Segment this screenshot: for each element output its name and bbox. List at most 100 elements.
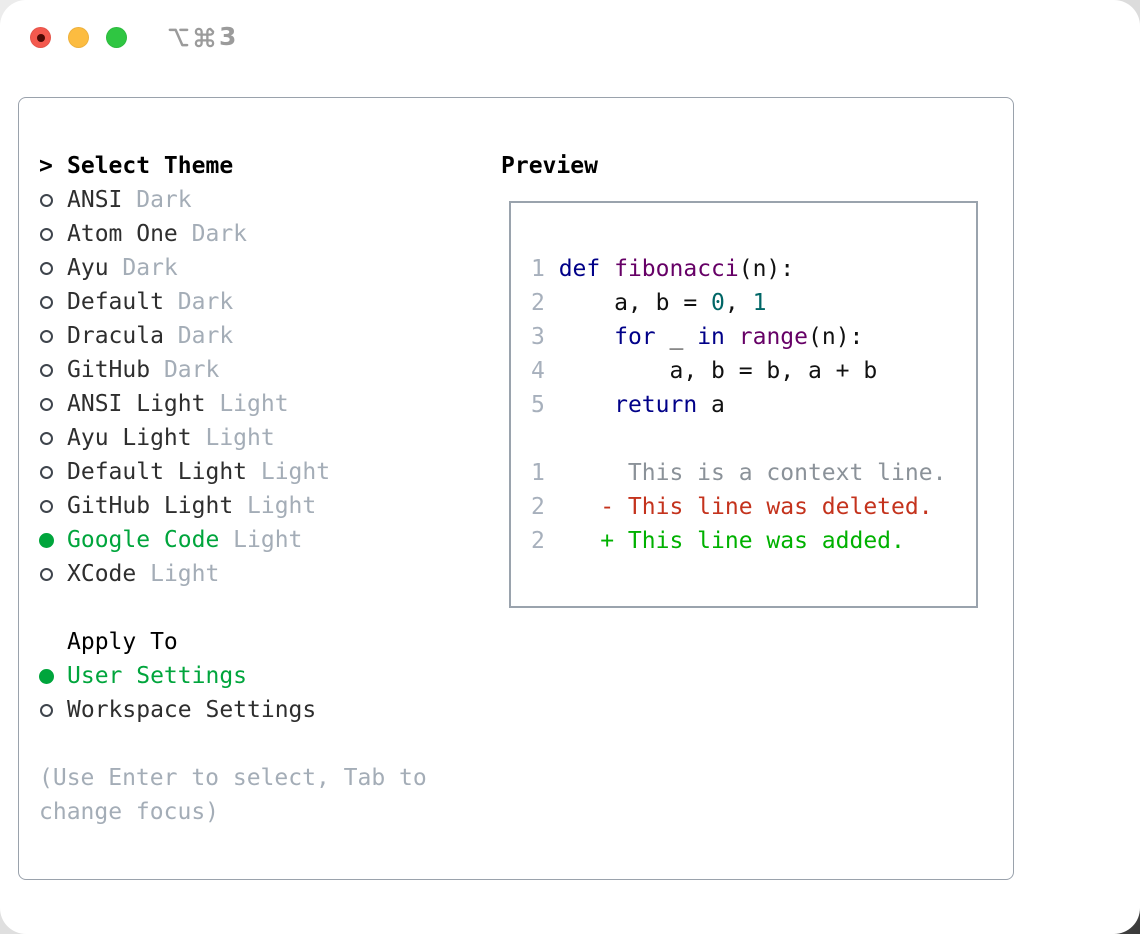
- code-line: 5 return a: [531, 388, 946, 422]
- help-text: (Use Enter to select, Tab to change focus…: [39, 761, 427, 829]
- line-number: 2: [531, 290, 545, 316]
- option-label: XCode: [67, 561, 137, 587]
- code-token: + This line was added.: [544, 528, 905, 554]
- theme-option[interactable]: ANSI Light Light: [39, 387, 427, 421]
- code-token: [545, 256, 559, 282]
- theme-option[interactable]: ANSI Dark: [39, 183, 427, 217]
- theme-variant-label: Light: [205, 425, 275, 451]
- theme-variant-label: Dark: [122, 255, 178, 281]
- focus-caret-icon: >: [39, 153, 53, 179]
- code-line: 1 def fibonacci(n):: [531, 252, 946, 286]
- select-theme-header: > Select Theme: [39, 149, 427, 183]
- spacer: [39, 727, 427, 761]
- option-label: ANSI: [67, 187, 123, 213]
- option-label: GitHub Light: [67, 493, 234, 519]
- code-token: ,: [724, 290, 753, 316]
- option-label: GitHub: [67, 357, 151, 383]
- option-label: ANSI Light: [67, 391, 206, 417]
- line-number: 1: [531, 460, 545, 486]
- shortcut-number: 3: [219, 21, 237, 51]
- theme-option[interactable]: Default Light Light: [39, 455, 427, 489]
- radio-icon: [40, 227, 53, 241]
- theme-option[interactable]: GitHub Dark: [39, 353, 427, 387]
- option-label: Ayu Light: [67, 425, 192, 451]
- sidebar-title: Select Theme: [67, 153, 234, 179]
- option-label: Google Code: [67, 527, 220, 553]
- radio-icon: [40, 465, 53, 479]
- code-line: 2 a, b = 0, 1: [531, 286, 946, 320]
- option-label: Atom One: [67, 221, 178, 247]
- apply-option[interactable]: User Settings: [39, 659, 427, 693]
- code-token: [545, 324, 614, 350]
- radio-icon: [40, 193, 53, 207]
- theme-option[interactable]: XCode Light: [39, 557, 427, 591]
- code-line: 4 a, b = b, a + b: [531, 354, 946, 388]
- theme-variant-label: Light: [150, 561, 220, 587]
- theme-option[interactable]: Ayu Light Light: [39, 421, 427, 455]
- option-icon: [167, 26, 190, 49]
- theme-option[interactable]: GitHub Light Light: [39, 489, 427, 523]
- radio-icon: [40, 363, 53, 377]
- code-token: 1: [752, 290, 767, 316]
- close-button[interactable]: [30, 27, 51, 48]
- code-token: for: [614, 324, 656, 350]
- radio-icon: [40, 703, 53, 717]
- radio-icon: [40, 431, 53, 445]
- option-label: Default Light: [67, 459, 248, 485]
- theme-variant-label: Light: [247, 493, 317, 519]
- theme-variant-label: Dark: [177, 323, 234, 349]
- code-token: a: [697, 392, 725, 418]
- radio-icon: [40, 329, 53, 343]
- command-icon: [193, 26, 216, 49]
- theme-variant-label: Light: [260, 459, 331, 485]
- code-line: [531, 422, 946, 456]
- apply-to-label: Apply To: [67, 629, 178, 655]
- code-token: - This line was deleted.: [544, 494, 933, 520]
- apply-option[interactable]: Workspace Settings: [39, 693, 427, 727]
- code-token: range: [738, 324, 808, 350]
- radio-icon: [40, 567, 53, 581]
- code-token: a, b = b, a + b: [544, 358, 878, 384]
- theme-option[interactable]: Dracula Dark: [39, 319, 427, 353]
- radio-icon: [40, 499, 53, 513]
- traffic-lights: [30, 27, 127, 48]
- minimize-button[interactable]: [68, 27, 89, 48]
- radio-icon: [40, 397, 53, 411]
- code-token: (n):: [738, 256, 795, 282]
- diff-line: 2 + This line was added.: [531, 524, 946, 558]
- code-token: 0: [711, 290, 725, 316]
- code-token: def: [558, 256, 601, 282]
- help-text-line: (Use Enter to select, Tab to: [39, 765, 427, 791]
- option-label: Default: [67, 289, 164, 315]
- theme-variant-label: Light: [219, 391, 289, 417]
- line-number: 5: [531, 392, 545, 418]
- spacer: [39, 591, 427, 625]
- line-number: 2: [531, 494, 545, 520]
- line-number: 3: [531, 324, 545, 350]
- theme-variant-label: Dark: [163, 357, 220, 383]
- radio-icon: [40, 295, 53, 309]
- code-token: _: [655, 324, 698, 350]
- zoom-button[interactable]: [106, 27, 127, 48]
- theme-variant-label: Dark: [136, 187, 192, 213]
- line-number: 1: [531, 256, 545, 282]
- option-label: User Settings: [67, 663, 248, 689]
- diff-line: 1 This is a context line.: [531, 456, 946, 490]
- radio-selected-icon: [39, 668, 54, 684]
- code-token: a, b =: [544, 290, 712, 316]
- code-token: in: [697, 324, 725, 350]
- option-label: Dracula: [67, 323, 164, 349]
- code-token: [725, 324, 739, 350]
- help-text-line: change focus): [39, 799, 220, 825]
- diff-line: 2 - This line was deleted.: [531, 490, 946, 524]
